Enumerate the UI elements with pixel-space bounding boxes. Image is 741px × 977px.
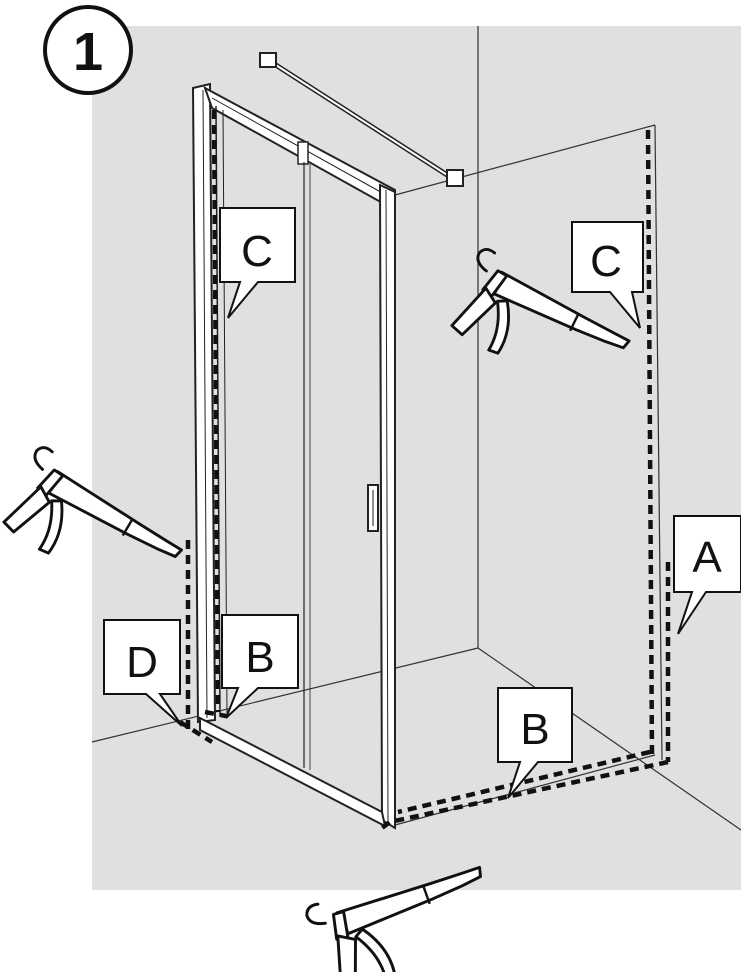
callout-b-left: B xyxy=(221,614,299,719)
callout-label: B xyxy=(520,705,549,754)
callout-c-right: C xyxy=(571,221,644,329)
shower-door xyxy=(191,82,396,830)
room-lines xyxy=(91,26,741,831)
callout-b-floor: B xyxy=(497,687,573,799)
callout-label: D xyxy=(126,638,158,687)
callout-c-left: C xyxy=(219,207,296,319)
callout-label: A xyxy=(692,533,722,582)
step-badge: 1 xyxy=(43,5,133,95)
callout-a: A xyxy=(673,515,741,635)
callout-label: C xyxy=(241,227,273,276)
seal-b-left xyxy=(178,709,227,744)
seal-b-floor xyxy=(380,749,669,830)
silicone-seal-lines xyxy=(178,109,671,830)
step-number: 1 xyxy=(73,22,103,82)
callout-label: B xyxy=(245,633,274,682)
seal-c-left xyxy=(211,109,221,713)
callout-d: D xyxy=(103,619,183,727)
stabilizer-bar xyxy=(259,52,464,187)
callout-label: C xyxy=(590,237,622,286)
